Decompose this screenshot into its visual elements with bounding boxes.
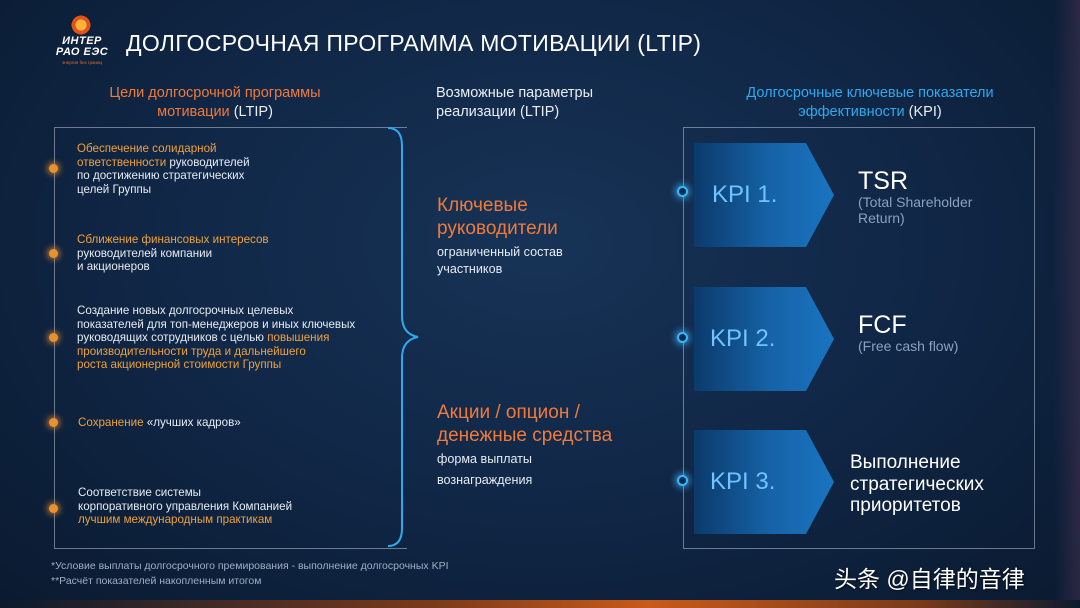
param-desc: вознаграждения: [437, 473, 533, 487]
kpi-3-name: Выполнение стратегических приоритетов: [850, 452, 984, 517]
goal-text: Соответствие системы: [78, 486, 202, 499]
watermark: 头条 @自律的音律: [834, 566, 1025, 592]
param-title: денежные средства: [437, 425, 613, 446]
kpi-name-line: Выполнение: [850, 452, 961, 473]
right-edge-glow: [1054, 0, 1080, 608]
param-title: руководители: [437, 218, 558, 239]
goal-text: Сохранение: [78, 416, 144, 429]
param-desc: ограниченный состав: [437, 245, 563, 259]
kpi-header-part2: эффективности: [798, 104, 905, 120]
goal-text: руководителей компании: [77, 246, 213, 260]
kpi-1-name: TSR: [858, 167, 908, 195]
goal-bullet: [49, 504, 58, 513]
goal-text: ответственности: [77, 155, 167, 169]
goal-text: Создание новых долгосрочных целевых: [77, 304, 294, 317]
bottom-edge-glow: [0, 600, 1080, 608]
goal-text: по достижению стратегических: [77, 169, 245, 182]
kpi-1-chevron: KPI 1.: [694, 143, 834, 247]
logo-line1: ИНТЕР: [62, 35, 102, 47]
goal-item-2: Сближение финансовых интересов руководит…: [77, 233, 269, 274]
logo-tagline: энергия без границ: [61, 60, 103, 65]
sun-icon: [66, 10, 96, 40]
goal-text: Сближение финансовых интересов: [77, 233, 269, 246]
kpi-label: KPI 1.: [712, 181, 778, 208]
kpi-desc: Return): [858, 210, 905, 226]
goal-bullet: [49, 164, 58, 173]
param-desc: участников: [437, 262, 503, 276]
goal-text: целей Группы: [77, 182, 152, 196]
params-header-line2: реализации (LTIP): [436, 104, 560, 120]
goal-text: корпоративного управления Компанией: [78, 499, 293, 513]
kpi-bullet: [677, 186, 688, 197]
footnote-1: *Условие выплаты долгосрочного премирова…: [51, 560, 449, 572]
goal-text: показателей для топ-менеджеров и иных кл…: [77, 317, 356, 331]
curly-brace-lower: [386, 126, 422, 548]
goal-item-1: Обеспечение солидарной ответственности р…: [77, 142, 250, 196]
kpi-3-chevron: KPI 3.: [694, 430, 834, 534]
kpi-header-part1: Долгосрочные ключевые показатели: [746, 85, 994, 101]
goal-item-3: Создание новых долгосрочных целевых пока…: [77, 304, 355, 372]
params-header: Возможные параметры реализации (LTIP): [420, 84, 666, 122]
goals-header: Цели долгосрочной программы мотивации (L…: [70, 84, 360, 122]
kpi-2-chevron: KPI 2.: [694, 287, 834, 391]
goal-text: «лучших кадров»: [143, 416, 241, 429]
param-payment-form: Акции / опцион /денежные средства форма …: [437, 401, 612, 491]
logo-line2: РАО ЕЭС: [55, 46, 109, 58]
goal-text: лучшим международным практикам: [78, 513, 273, 526]
param-desc: форма выплаты: [437, 452, 532, 466]
footnote-2: **Расчёт показателей накопленным итогом: [51, 575, 262, 587]
goal-text: руководителей: [166, 155, 250, 169]
goal-bullet: [49, 249, 58, 258]
goal-bullet: [49, 418, 58, 427]
kpi-label: KPI 2.: [710, 325, 776, 352]
kpi-header-part3: (KPI): [904, 104, 942, 120]
goal-item-5: Соответствие системы корпоративного упра…: [78, 486, 292, 527]
goal-text: производительности труда и дальнейшего: [77, 344, 306, 358]
goal-bullet: [49, 333, 58, 342]
goal-item-4: Сохранение «лучших кадров»: [78, 416, 241, 430]
curly-brace: [387, 127, 419, 547]
kpi-bullet: [677, 332, 688, 343]
goals-header-part3: (LTIP): [229, 104, 273, 120]
goal-text: и акционеров: [77, 260, 150, 273]
goals-header-part1: Цели долгосрочной программы: [109, 85, 321, 101]
kpi-2-desc: (Free cash flow): [858, 338, 959, 354]
goals-header-part2: мотивации: [157, 104, 230, 120]
kpi-label: KPI 3.: [710, 468, 776, 495]
params-header-line1: Возможные параметры: [436, 85, 594, 101]
kpi-header: Долгосрочные ключевые показатели эффекти…: [700, 84, 1040, 122]
kpi-name-line: стратегических: [850, 473, 984, 495]
kpi-2-name: FCF: [858, 311, 907, 339]
kpi-name-line: приоритетов: [850, 495, 961, 516]
goal-text: руководящих сотрудников с целью: [77, 331, 268, 344]
company-logo: ИНТЕР РАО ЕЭС энергия без границ: [52, 10, 112, 66]
param-title: Ключевые: [437, 195, 528, 216]
param-title: Акции / опцион /: [437, 402, 580, 423]
goal-text: Обеспечение солидарной: [77, 142, 217, 155]
goal-text: роста акционерной стоимости Группы: [77, 358, 282, 371]
page-title: ДОЛГОСРОЧНАЯ ПРОГРАММА МОТИВАЦИИ (LTIP): [126, 30, 702, 56]
kpi-bullet: [677, 475, 688, 486]
goal-text: повышения: [267, 331, 330, 344]
kpi-desc: (Total Shareholder: [858, 194, 973, 210]
